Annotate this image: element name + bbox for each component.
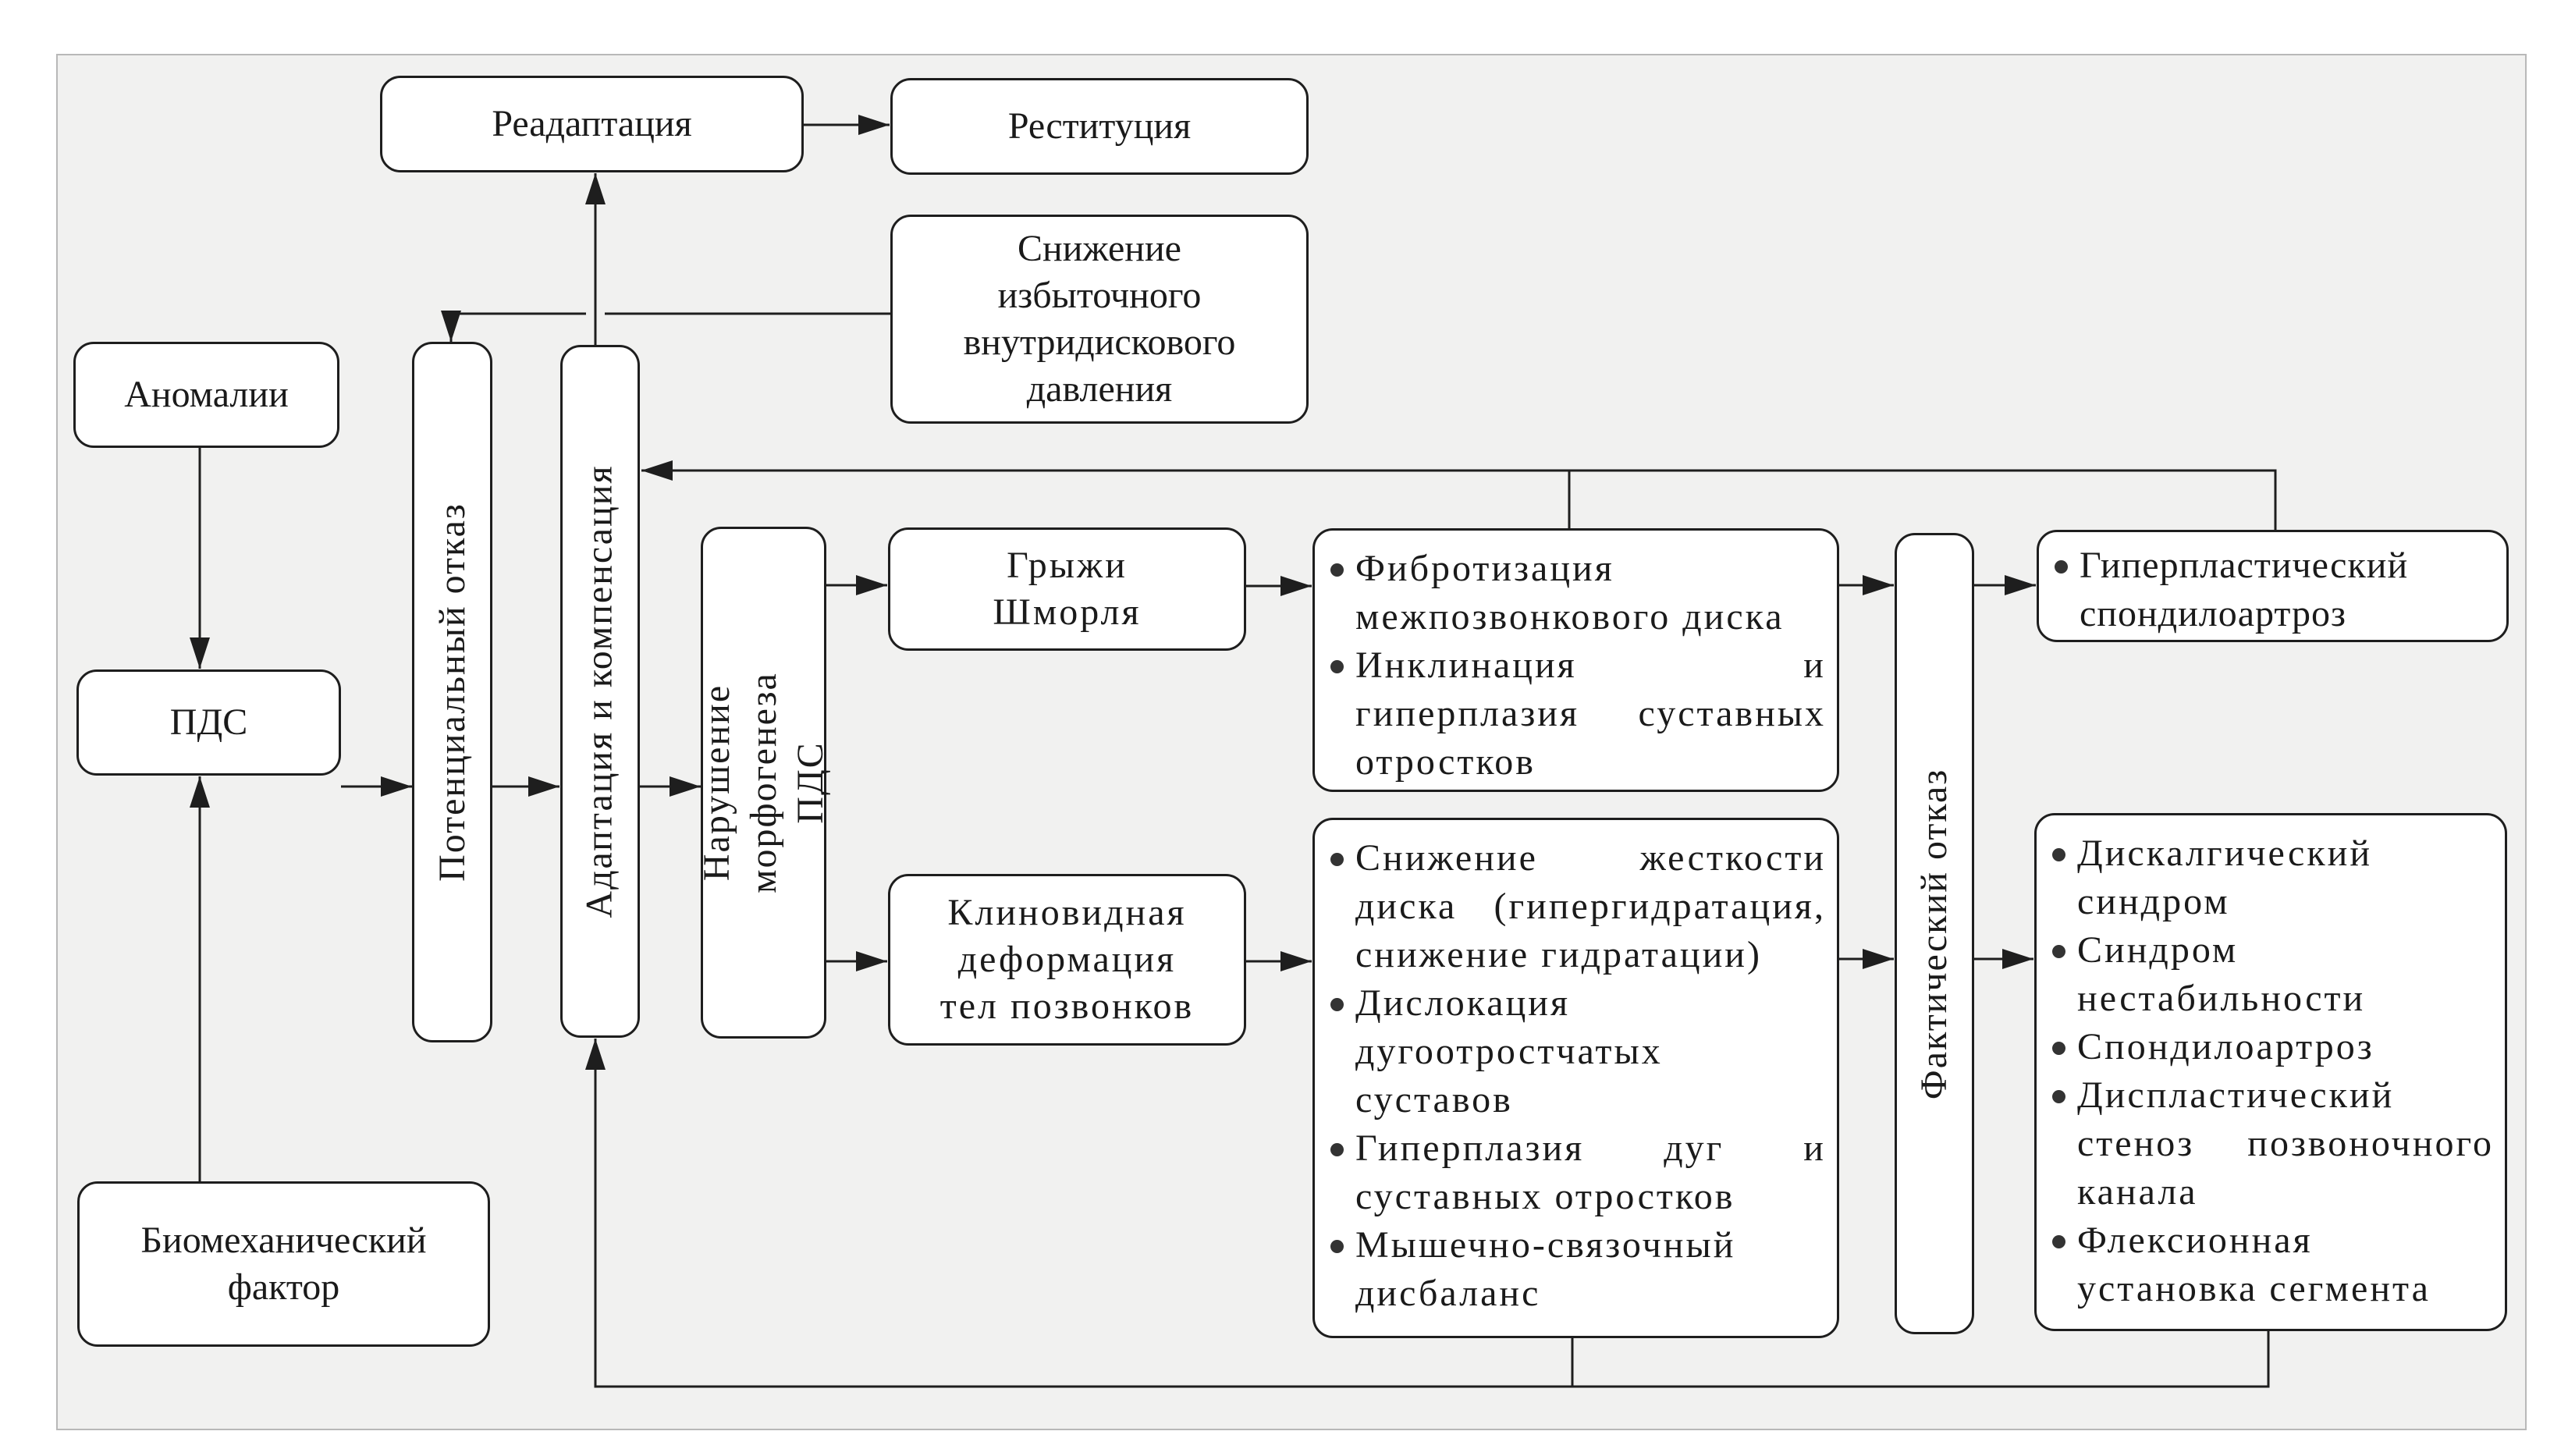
list-item: Дислокация дугоотростчатых суставов	[1326, 979, 1826, 1124]
lower-outcomes-box: Дискалгический синдром Синдром нестабиль…	[2034, 813, 2507, 1331]
upper-changes-box: Фибротизация межпозвонкового диска Инкли…	[1312, 528, 1839, 792]
list-item: Снижение жесткости диска (гипергидратаци…	[1326, 834, 1826, 979]
schmorl-label: Грыжи Шморля	[993, 545, 1142, 633]
morphogenesis-box: Нарушение морфогенеза ПДС	[696, 527, 831, 1039]
anomalies-label: Аномалии	[124, 374, 289, 415]
wedge-label: Клиновидная деформация тел позвонков	[939, 892, 1195, 1027]
list-item: Флексионная установка сегмента	[2048, 1216, 2494, 1313]
wedge-box: Клиновидная деформация тел позвонков	[888, 874, 1246, 1046]
actual-failure-label: Фактический отказ	[1913, 768, 1955, 1099]
bullet-icon	[1330, 660, 1344, 673]
pds-label: ПДС	[169, 701, 248, 743]
upper-outcomes-list: Гиперпластический спондилоартроз	[2050, 542, 2495, 638]
arrow-pressure-potential	[441, 311, 586, 342]
bullet-icon	[1330, 853, 1344, 866]
lower-changes-list: Снижение жесткости диска (гипергидратаци…	[1326, 834, 1826, 1318]
biomech-label: Биомеханический фактор	[140, 1220, 427, 1308]
adaptation-box: Адаптация и компенсация	[560, 345, 640, 1038]
lower-changes-box: Снижение жесткости диска (гипергидратаци…	[1312, 818, 1839, 1338]
lower-outcomes-list: Дискалгический синдром Синдром нестабиль…	[2048, 829, 2494, 1313]
pressure-reduction-box: Снижение избыточного внутридискового дав…	[890, 215, 1309, 424]
adaptation-label: Адаптация и компенсация	[579, 464, 620, 918]
potential-failure-label: Потенциальный отказ	[431, 502, 473, 882]
feedback-bottom-line	[585, 1039, 2270, 1388]
anomalies-box: Аномалии	[73, 342, 339, 448]
list-item: Спондилоартроз	[2048, 1023, 2494, 1071]
potential-failure-box: Потенциальный отказ	[412, 342, 492, 1042]
bullet-icon	[2052, 1235, 2065, 1248]
bullet-icon	[2052, 1090, 2065, 1103]
readaptation-label: Реадаптация	[492, 103, 692, 144]
list-item: Инклинация и гиперплазия суставных отрос…	[1326, 641, 1826, 787]
list-item: Гиперплазия дуг и суставных отростков	[1326, 1124, 1826, 1221]
bullet-icon	[1330, 563, 1344, 577]
feedback-top-line	[641, 460, 2277, 530]
list-item: Дискалгический синдром	[2048, 829, 2494, 926]
bullet-icon	[1330, 998, 1344, 1011]
list-item: Диспластический стеноз позвоночного кана…	[2048, 1071, 2494, 1216]
upper-outcomes-box: Гиперпластический спондилоартроз	[2037, 530, 2509, 642]
list-item: Мышечно-связочный дисбаланс	[1326, 1221, 1826, 1318]
actual-failure-box: Фактический отказ	[1895, 533, 1974, 1334]
restitution-box: Реституция	[890, 78, 1309, 175]
readaptation-box: Реадаптация	[380, 76, 804, 172]
list-item: Фибротизация межпозвонкового диска	[1326, 545, 1826, 641]
upper-changes-list: Фибротизация межпозвонкового диска Инкли…	[1326, 545, 1826, 787]
bullet-icon	[1330, 1143, 1344, 1156]
biomech-box: Биомеханический фактор	[77, 1181, 490, 1347]
bullet-icon	[2052, 848, 2065, 861]
pds-box: ПДС	[76, 669, 341, 776]
list-item: Синдром нестабильности	[2048, 926, 2494, 1023]
bullet-icon	[2052, 945, 2065, 958]
restitution-label: Реституция	[1007, 105, 1192, 147]
bullet-icon	[1330, 1240, 1344, 1253]
bullet-icon	[2055, 560, 2068, 574]
schmorl-box: Грыжи Шморля	[888, 527, 1246, 651]
bullet-icon	[2052, 1042, 2065, 1055]
morphogenesis-label: Нарушение морфогенеза ПДС	[695, 672, 831, 893]
pressure-reduction-label: Снижение избыточного внутридискового дав…	[963, 228, 1236, 410]
list-item: Гиперпластический спондилоартроз	[2050, 542, 2495, 638]
